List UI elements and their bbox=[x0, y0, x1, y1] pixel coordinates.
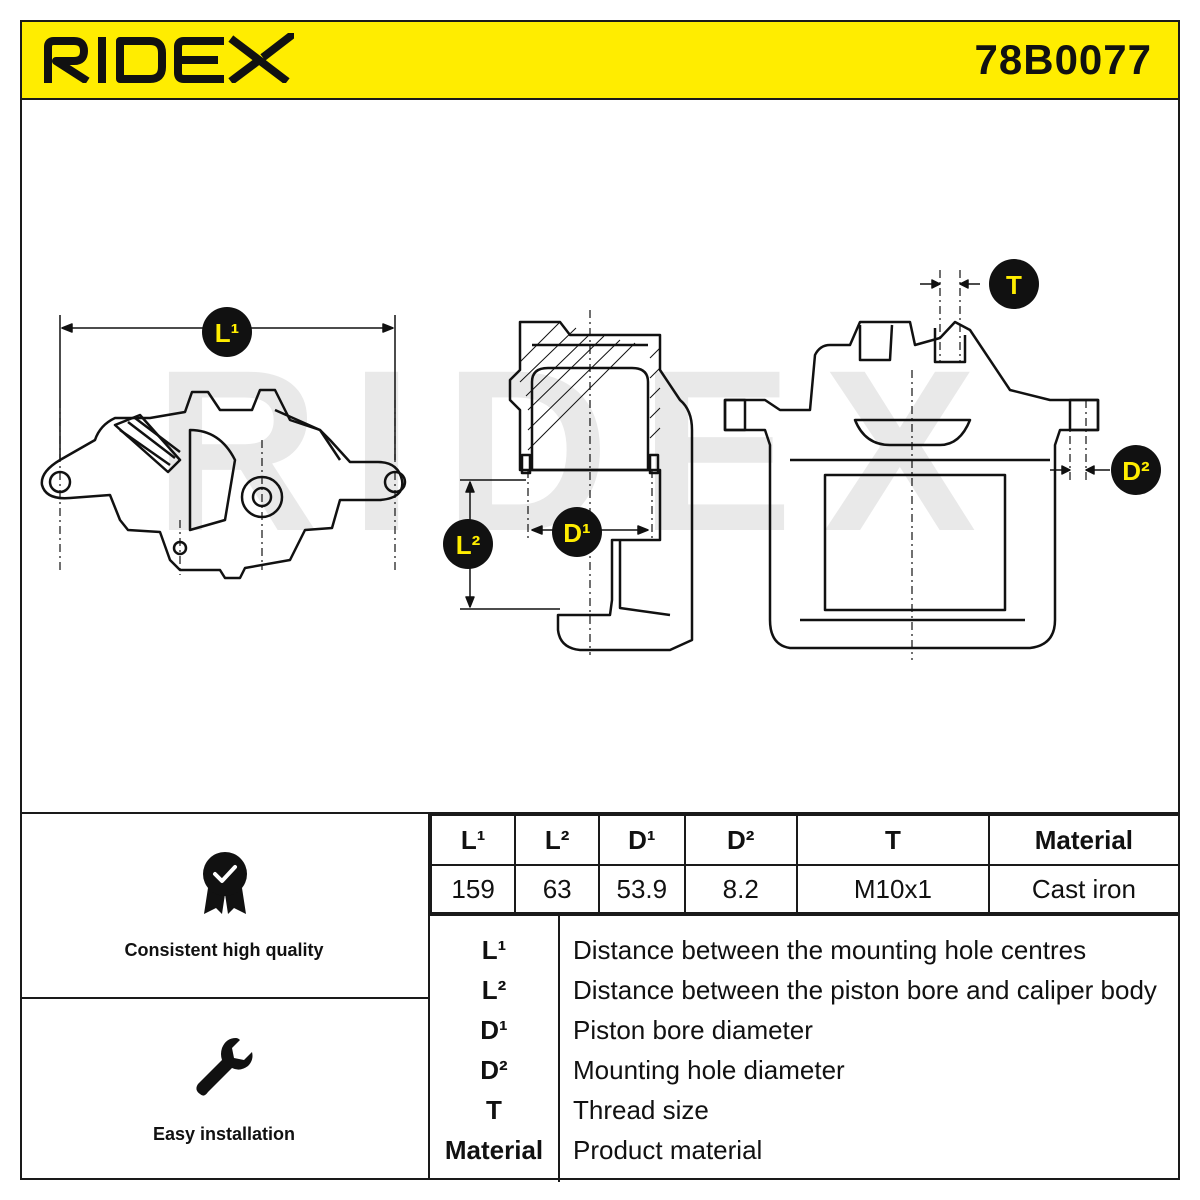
quality-badge-icon bbox=[202, 850, 248, 921]
legend-row: D² Mounting hole diameter bbox=[430, 1050, 1178, 1090]
l1-badge: L¹ bbox=[202, 307, 252, 357]
spec-value-cell: 159 bbox=[429, 864, 517, 914]
t-label: T bbox=[1006, 270, 1022, 300]
legend: L¹ Distance between the mounting hole ce… bbox=[430, 914, 1178, 1182]
l2-label: L² bbox=[456, 530, 481, 560]
legend-desc: Thread size bbox=[573, 1095, 709, 1125]
spec-header-cell: T bbox=[796, 814, 990, 866]
caliper-section-view bbox=[508, 320, 694, 652]
legend-row: Material Product material bbox=[430, 1130, 1178, 1170]
spec-header-row: L¹ L² D¹ D² T Material bbox=[429, 814, 1181, 866]
legend-row: L² Distance between the piston bore and … bbox=[430, 970, 1178, 1010]
legend-row: D¹ Piston bore diameter bbox=[430, 1010, 1178, 1050]
features-panel: Consistent high quality Easy installatio… bbox=[20, 814, 430, 1180]
section-hatching bbox=[519, 321, 661, 451]
legend-key: T bbox=[486, 1095, 502, 1125]
legend-key: L¹ bbox=[481, 935, 507, 965]
spec-header-cell: Material bbox=[987, 814, 1181, 866]
d2-label: D² bbox=[1122, 456, 1150, 486]
spec-header-cell: D² bbox=[683, 814, 798, 866]
ridex-logo-graphic bbox=[44, 29, 298, 85]
t-badge: T bbox=[989, 259, 1039, 309]
feature-installation-label: Easy installation bbox=[152, 1124, 296, 1144]
technical-drawing: RIDEX bbox=[20, 100, 1180, 812]
caliper-drawing: RIDEX bbox=[40, 259, 1161, 660]
spec-header-cell: L¹ bbox=[429, 814, 517, 866]
spec-value-cell: M10x1 bbox=[796, 864, 990, 914]
legend-key-column bbox=[430, 916, 560, 1182]
d1-badge: D¹ bbox=[552, 507, 602, 557]
l1-label: L¹ bbox=[215, 318, 240, 348]
features-divider bbox=[20, 997, 428, 999]
legend-row: L¹ Distance between the mounting hole ce… bbox=[430, 930, 1178, 970]
spec-value-cell: 53.9 bbox=[598, 864, 686, 914]
legend-key: D² bbox=[480, 1055, 508, 1085]
spec-value-row: 159 63 53.9 8.2 M10x1 Cast iron bbox=[429, 864, 1181, 914]
legend-desc: Distance between the mounting hole centr… bbox=[573, 935, 1087, 965]
ridex-logo bbox=[44, 29, 298, 88]
feature-quality-label: Consistent high quality bbox=[124, 940, 324, 960]
d1-label: D¹ bbox=[563, 518, 590, 548]
part-number: 78B0077 bbox=[974, 36, 1152, 83]
legend-row: T Thread size bbox=[430, 1090, 1178, 1130]
spec-header-cell: L² bbox=[514, 814, 601, 866]
spec-value-cell: 8.2 bbox=[683, 864, 798, 914]
legend-desc: Mounting hole diameter bbox=[573, 1055, 845, 1085]
legend-desc: Product material bbox=[573, 1135, 763, 1165]
spec-header-cell: D¹ bbox=[598, 814, 686, 866]
d2-badge: D² bbox=[1111, 445, 1161, 495]
caliper-front-view bbox=[723, 320, 1100, 650]
l2-badge: L² bbox=[443, 519, 493, 569]
spec-table: L¹ L² D¹ D² T Material 159 63 53.9 8.2 M… bbox=[429, 814, 1181, 914]
wrench-icon bbox=[192, 1034, 258, 1105]
legend-key: Material bbox=[444, 1135, 544, 1165]
spec-value-cell: Cast iron bbox=[987, 864, 1181, 914]
specification-section: Consistent high quality Easy installatio… bbox=[20, 812, 1181, 1182]
legend-key: L² bbox=[481, 975, 507, 1005]
legend-desc: Piston bore diameter bbox=[573, 1015, 813, 1045]
d2-dimension-line bbox=[1050, 465, 1110, 475]
legend-key: D¹ bbox=[480, 1015, 508, 1045]
legend-desc: Distance between the piston bore and cal… bbox=[573, 975, 1157, 1005]
t-dimension-line bbox=[920, 279, 980, 289]
spec-value-cell: 63 bbox=[514, 864, 601, 914]
